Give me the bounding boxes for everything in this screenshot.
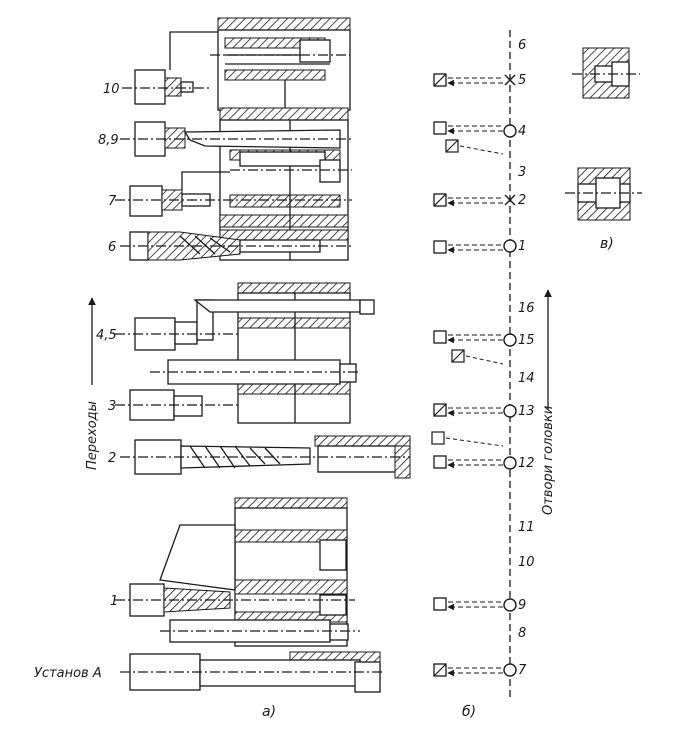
flow-node-3: 3 [518, 165, 526, 180]
flow-aux-marker [445, 139, 504, 155]
flow-node-label: 5 [518, 73, 526, 88]
op-label-1: 1 [110, 594, 118, 609]
flow-node-label: 12 [518, 456, 535, 471]
flow-node-6: 6 [518, 38, 526, 53]
fixture-op-10 [122, 17, 351, 111]
part-a-tooling: 10 8,9 7 6 4,5 3 2 1 Установ А Переходы … [34, 17, 411, 720]
flow-node-12: 12 [433, 455, 535, 471]
flow-node-label: 1 [518, 239, 526, 254]
flow-node-4: 4 [433, 121, 526, 139]
op-label-4-5: 4,5 [96, 328, 117, 343]
flow-node-10: 10 [518, 555, 535, 570]
part-a-label: а) [262, 704, 276, 720]
flow-node-13: 13 [433, 403, 535, 419]
flow-node-label: 6 [518, 38, 526, 53]
section-top [572, 47, 640, 99]
op-label-7: 7 [108, 194, 117, 209]
op-label-2: 2 [108, 451, 116, 466]
op-label-10: 10 [103, 82, 120, 97]
flow-node-label: 16 [518, 301, 535, 316]
flow-node-label: 3 [518, 165, 526, 180]
flow-node-label: 4 [518, 124, 526, 139]
flow-aux-marker [451, 349, 504, 365]
flow-node-label: 9 [518, 598, 526, 613]
flow-node-7: 7 [433, 663, 527, 678]
flow-node-label: 8 [518, 626, 526, 641]
flow-node-label: 10 [518, 555, 535, 570]
flow-node-label: 7 [518, 663, 527, 678]
part-b-flow: 6 5 4 3 2 1 16 15 14 13 12 11 10 9 8 7 б) [431, 30, 535, 720]
fixture-op-1 [115, 497, 360, 647]
flow-node-label: 15 [518, 333, 535, 348]
flow-node-8: 8 [518, 626, 526, 641]
setup-label: Установ А [34, 666, 102, 681]
axis-right-label: Отвори головки [541, 406, 556, 515]
flow-node-label: 11 [518, 520, 535, 535]
flow-node-label: 13 [518, 404, 535, 419]
part-b-label: б) [462, 704, 476, 720]
flow-node-2: 2 [433, 193, 526, 208]
flow-node-label: 2 [518, 193, 526, 208]
op-label-8-9: 8,9 [98, 133, 119, 148]
flow-node-11: 11 [518, 520, 535, 535]
fixture-setup-a [120, 651, 385, 693]
flow-node-16: 16 [518, 301, 535, 316]
flow-node-14: 14 [518, 371, 535, 386]
flow-aux-marker [431, 431, 504, 447]
axis-left-label: Переходы [85, 401, 100, 470]
op-label-3: 3 [108, 399, 116, 414]
flow-node-15: 15 [433, 330, 535, 348]
part-v-label: в) [600, 236, 614, 252]
fixture-ops-6-9 [115, 107, 352, 261]
flow-node-5: 5 [433, 73, 526, 88]
flow-node-9: 9 [433, 597, 526, 613]
fixture-ops-2-5 [115, 282, 411, 479]
section-bottom [565, 167, 642, 221]
flow-node-1: 1 [433, 239, 526, 254]
part-v-sections: в) [565, 47, 642, 252]
op-label-6: 6 [108, 240, 116, 255]
flow-node-label: 14 [518, 371, 535, 386]
